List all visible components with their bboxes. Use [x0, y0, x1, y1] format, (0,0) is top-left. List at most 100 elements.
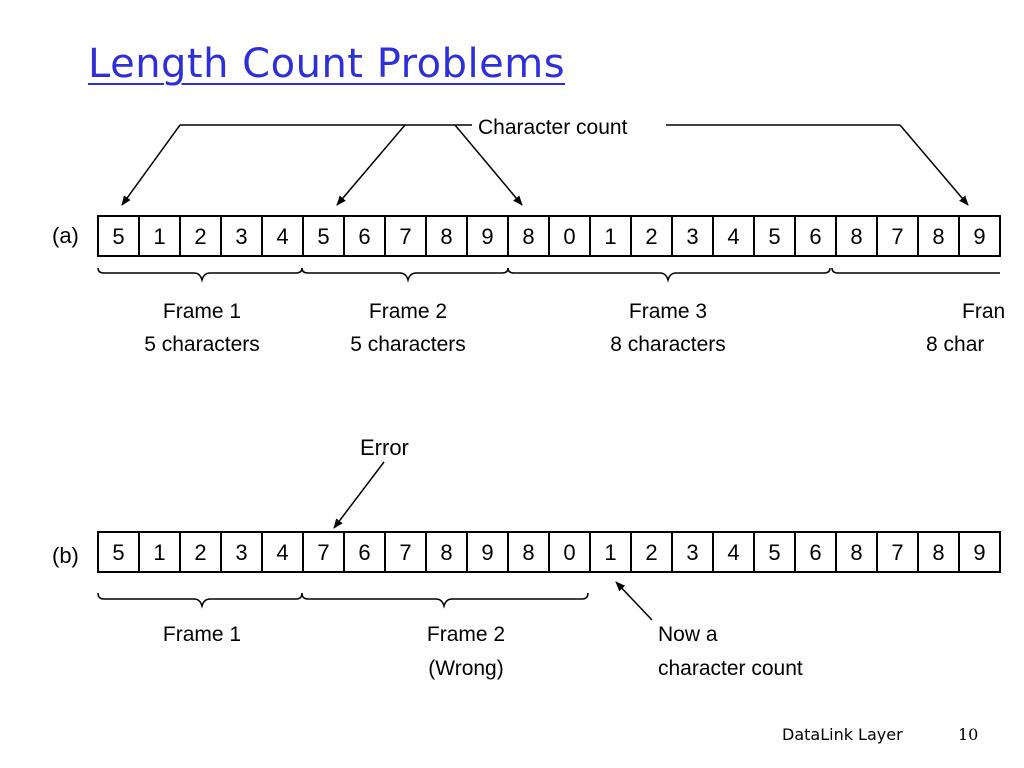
brace-frame-4: [831, 267, 1000, 274]
row-a-cell-value: 5: [112, 224, 124, 249]
row-b-cell-value: 8: [440, 540, 452, 565]
row-b-cell-box: [753, 531, 796, 573]
row-b-cell-box: [548, 531, 591, 573]
brace-frame-2: [301, 267, 509, 283]
row-a-cell-box: [97, 215, 140, 257]
row-a-cell-value: 2: [194, 224, 206, 249]
frame-4-name: Fran: [962, 300, 1005, 323]
row-a-cell-value: 4: [727, 224, 739, 249]
row-a-cell-box: [548, 215, 591, 257]
brace-b-frame-1: [97, 592, 303, 609]
row-a-cell-box: [671, 215, 714, 257]
row-a-cell-box: [220, 215, 263, 257]
note-line-1: Now a: [658, 623, 718, 646]
row-b-cell-value: 9: [973, 540, 985, 565]
count-arrow-1: [121, 124, 181, 206]
row-b-cell-box: [97, 531, 140, 573]
b-frame-2-name: Frame 2: [427, 623, 505, 646]
count-arrow-3: [454, 124, 523, 206]
row-b-cell-value: 0: [563, 540, 575, 565]
row-a-cell-value: 8: [440, 224, 452, 249]
footer-page-number: 10: [958, 725, 979, 744]
row-b-cell-value: 1: [153, 540, 165, 565]
now-count-arrow: [615, 581, 653, 621]
frame-3-name: Frame 3: [629, 300, 707, 323]
row-b-cell-value: 2: [194, 540, 206, 565]
row-b-cell-value: 6: [809, 540, 821, 565]
row-a-cell-value: 5: [317, 224, 329, 249]
row-a-cell-value: 0: [563, 224, 575, 249]
frame-2-detail: 5 characters: [350, 333, 466, 356]
row-a-cell-box: [958, 215, 1001, 257]
row-a-cell-box: [835, 215, 878, 257]
row-a-cell-box: [753, 215, 796, 257]
character-count-label: Character count: [478, 116, 628, 139]
row-b-cell-value: 5: [768, 540, 780, 565]
frame-2-name: Frame 2: [369, 300, 447, 323]
row-a-cell-value: 9: [973, 224, 985, 249]
row-a-cell-box: [466, 215, 509, 257]
frame-1-name: Frame 1: [163, 300, 241, 323]
row-a-cell-value: 6: [358, 224, 370, 249]
row-b-cell-value: 8: [850, 540, 862, 565]
row-b-cell-value: 1: [604, 540, 616, 565]
row-b-cell-value: 7: [317, 540, 329, 565]
row-a-cell-value: 6: [809, 224, 821, 249]
brace-frame-1: [97, 267, 303, 283]
error-label: Error: [360, 435, 409, 460]
frame-4-detail: 8 char: [926, 333, 984, 356]
count-arrow-4: [899, 124, 969, 206]
row-b-frame-braces: [97, 592, 589, 609]
row-a-cell-value: 8: [932, 224, 944, 249]
frame-3-detail: 8 characters: [610, 333, 726, 356]
frame-1-detail: 5 characters: [144, 333, 260, 356]
row-a-cell-value: 1: [604, 224, 616, 249]
row-b-cell-value: 3: [686, 540, 698, 565]
row-a-cell-box: [179, 215, 222, 257]
b-frame-1-name: Frame 1: [163, 623, 241, 646]
row-b-cell-value: 7: [399, 540, 411, 565]
error-arrow: [333, 461, 385, 529]
row-a-cell-value: 5: [768, 224, 780, 249]
brace-frame-3: [507, 267, 831, 283]
row-a-cell-value: 3: [686, 224, 698, 249]
row-a-cell-box: [589, 215, 632, 257]
row-b-cell-box: [261, 531, 304, 573]
row-b-cell-box: [917, 531, 960, 573]
row-a-cell-value: 1: [153, 224, 165, 249]
row-b-cell-box: [384, 531, 427, 573]
row-b-cell-value: 8: [932, 540, 944, 565]
row-b-cell-box: [958, 531, 1001, 573]
row-b-cell-value: 4: [727, 540, 739, 565]
row-a-label: (a): [52, 223, 79, 248]
row-a-cell-box: [630, 215, 673, 257]
b-frame-2-detail: (Wrong): [428, 657, 503, 680]
row-a-cell-box: [794, 215, 837, 257]
row-a-cell-box: [261, 215, 304, 257]
row-b-cell-value: 4: [276, 540, 288, 565]
brace-b-frame-2: [301, 592, 589, 609]
row-b-cell-value: 2: [645, 540, 657, 565]
row-a-cell-box: [384, 215, 427, 257]
row-a-cell-value: 7: [399, 224, 411, 249]
character-count-leaders: [121, 124, 969, 206]
row-b-cell-box: [466, 531, 509, 573]
row-b-cell-box: [630, 531, 673, 573]
row-a-cell-value: 3: [235, 224, 247, 249]
row-a-cell-box: [507, 215, 550, 257]
row-a-cell-value: 2: [645, 224, 657, 249]
row-b-cell-box: [507, 531, 550, 573]
row-b-cell-value: 6: [358, 540, 370, 565]
row-a-cell-box: [917, 215, 960, 257]
row-a-cell-value: 9: [481, 224, 493, 249]
slide-title: Length Count Problems: [88, 41, 566, 87]
row-b-cell-value: 3: [235, 540, 247, 565]
row-b-cell-value: 5: [112, 540, 124, 565]
row-a-cell-value: 8: [522, 224, 534, 249]
row-a-cell-box: [138, 215, 181, 257]
row-a-cell-value: 7: [891, 224, 903, 249]
row-a-cell-box: [302, 215, 345, 257]
